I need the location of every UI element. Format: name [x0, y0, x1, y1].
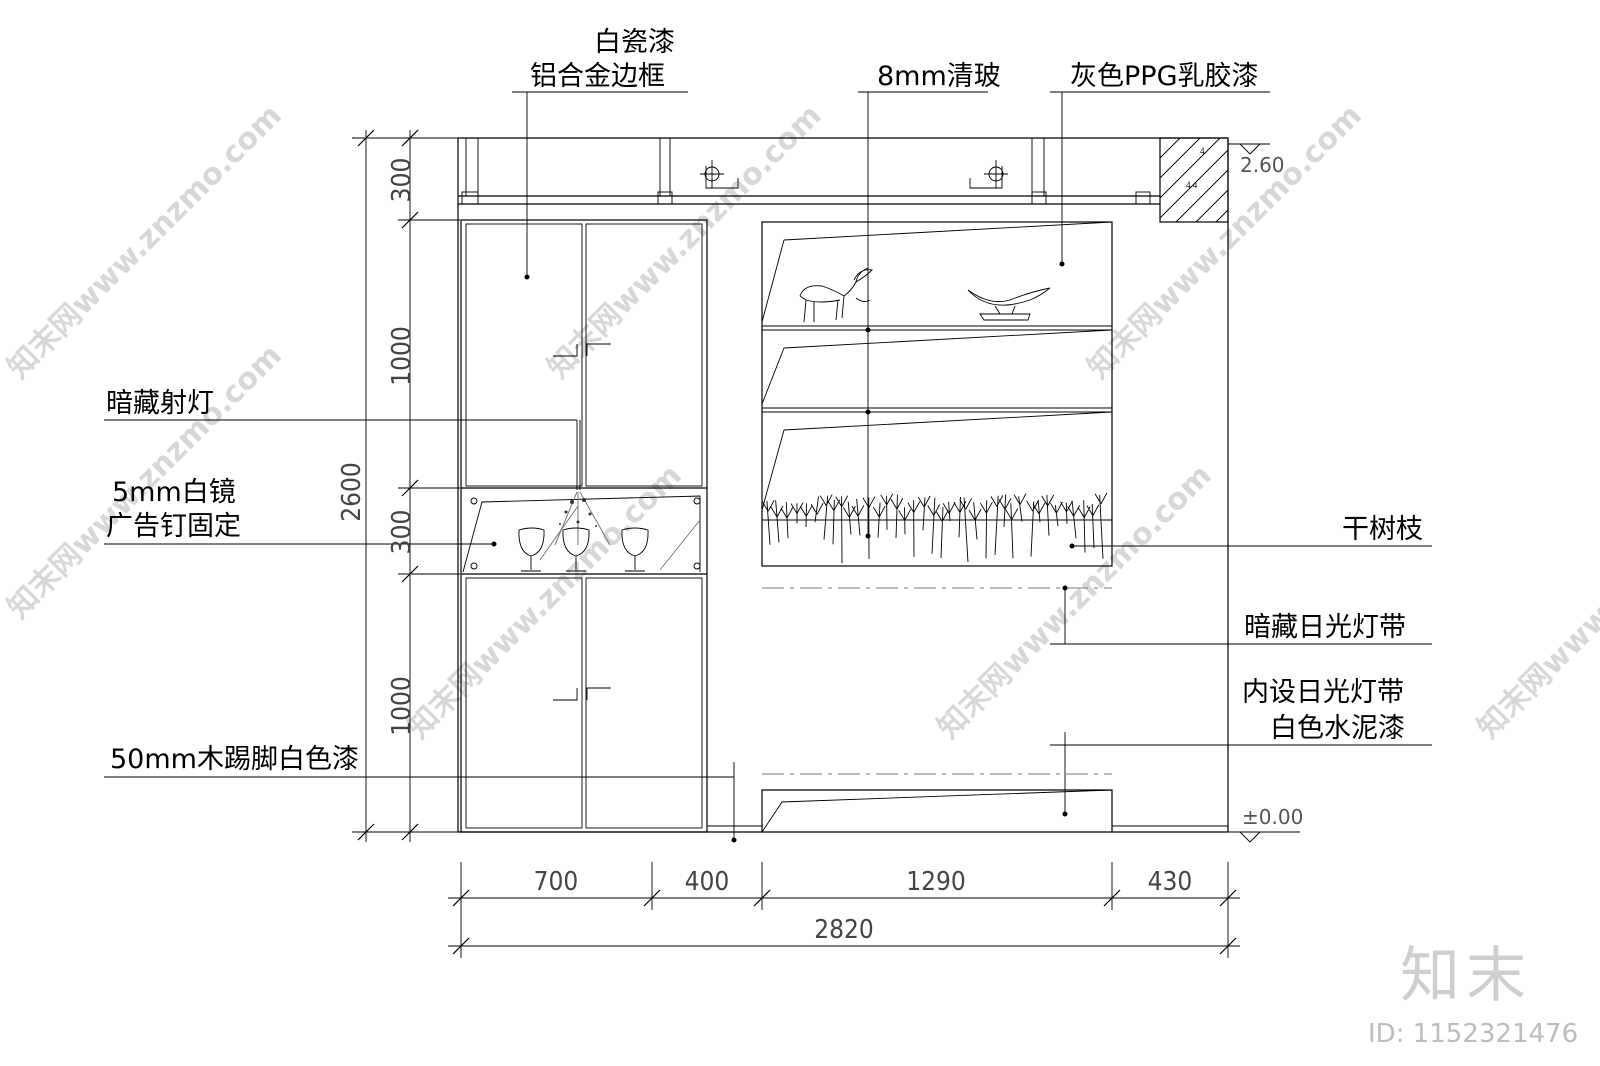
- svg-text:4: 4: [1200, 146, 1205, 156]
- wall-section-hatch: 4 4 4: [1159, 137, 1229, 223]
- wine-glass-icon: [562, 527, 590, 572]
- label-white-porcelain-paint: 白瓷漆: [594, 27, 675, 58]
- label-hidden-spotlight: 暗藏射灯: [106, 388, 214, 419]
- dry-branches-icon: [761, 492, 1108, 564]
- vertical-dimensions: 300 1000 300 1000 2600: [337, 129, 460, 842]
- label-white-mirror: 5mm白镜: [112, 477, 236, 508]
- watermark-text: 知末网www.znzmo.com: [401, 458, 689, 746]
- dim-v-300-top: 300: [387, 158, 417, 203]
- watermark-text: 知末网www.znzmo.com: [931, 458, 1219, 746]
- dim-h-1290: 1290: [906, 867, 966, 897]
- label-dry-branches: 干树枝: [1342, 514, 1423, 545]
- watermark-text: 知末网www.znzmo.com: [1471, 458, 1600, 746]
- dim-h-430: 430: [1148, 867, 1193, 897]
- image-id-watermark: ID: 1152321476: [1368, 1019, 1578, 1049]
- brand-watermark: 知末: [1400, 941, 1532, 1011]
- ceiling-light-icon: [969, 160, 1008, 189]
- dim-h-400: 400: [685, 867, 730, 897]
- watermark-text: 知末网www.znzmo.com: [541, 98, 829, 386]
- watermark-text: 知末网www.znzmo.com: [1081, 98, 1369, 386]
- ceiling-light-icon: [700, 160, 739, 189]
- lower-light-box: [761, 773, 1113, 833]
- label-gray-ppg-latex: 灰色PPG乳胶漆: [1070, 61, 1259, 92]
- dim-v-total: 2600: [337, 462, 367, 522]
- label-hidden-fluorescent-strip: 暗藏日光灯带: [1244, 612, 1406, 643]
- dim-v-1000-lower: 1000: [387, 676, 417, 736]
- ceiling-section: 4 4 4: [457, 137, 1229, 832]
- dim-v-300-mid: 300: [387, 510, 417, 555]
- elevation-marker-top: 2.60: [1228, 143, 1285, 177]
- horn-sculpture-icon: [967, 287, 1051, 321]
- upper-door-right: [585, 223, 703, 487]
- mirror-niche: [462, 420, 701, 573]
- dim-v-1000-upper: 1000: [387, 326, 417, 386]
- watermark-text: 知末网www.znzmo.com: [1, 98, 289, 386]
- elevation-marker-floor: ±0.00: [1228, 805, 1303, 843]
- upper-door-left: [465, 223, 583, 487]
- label-clear-glass: 8mm清玻: [877, 61, 1001, 92]
- horizontal-dimensions: 700 400 1290 430 2820: [448, 862, 1240, 958]
- wine-glass-icon: [621, 527, 649, 572]
- dim-h-700: 700: [534, 867, 579, 897]
- label-aluminum-frame: 铝合金边框: [530, 61, 665, 92]
- branch-strokes: [761, 492, 1108, 564]
- label-white-cement-paint: 白色水泥漆: [1270, 713, 1405, 744]
- dim-h-total: 2820: [814, 915, 874, 945]
- annotations: 白瓷漆 铝合金边框 8mm清玻 灰色PPG乳胶漆 暗藏射灯 5mm白镜 广告钉固…: [104, 27, 1432, 843]
- label-skirting: 50mm木踢脚白色漆: [110, 744, 359, 775]
- wine-glass-icon: [518, 527, 545, 572]
- lower-door-left: [465, 577, 583, 829]
- label-inner-fluorescent-strip: 内设日光灯带: [1242, 677, 1404, 708]
- elevation-top-label: 2.60: [1240, 153, 1285, 177]
- lower-door-right: [585, 577, 703, 829]
- display-niche: [761, 221, 1113, 589]
- spotlight-icon: [554, 420, 611, 546]
- svg-text:4 4: 4 4: [1186, 180, 1198, 190]
- left-cabinet: [460, 219, 708, 833]
- deer-sculpture-icon: [799, 267, 873, 323]
- label-ad-nail-fixed: 广告钉固定: [106, 511, 241, 542]
- watermark-layer: 知末网www.znzmo.com 知末网www.znzmo.com 知末网www…: [1, 98, 1600, 746]
- elevation-floor-label: ±0.00: [1242, 805, 1303, 829]
